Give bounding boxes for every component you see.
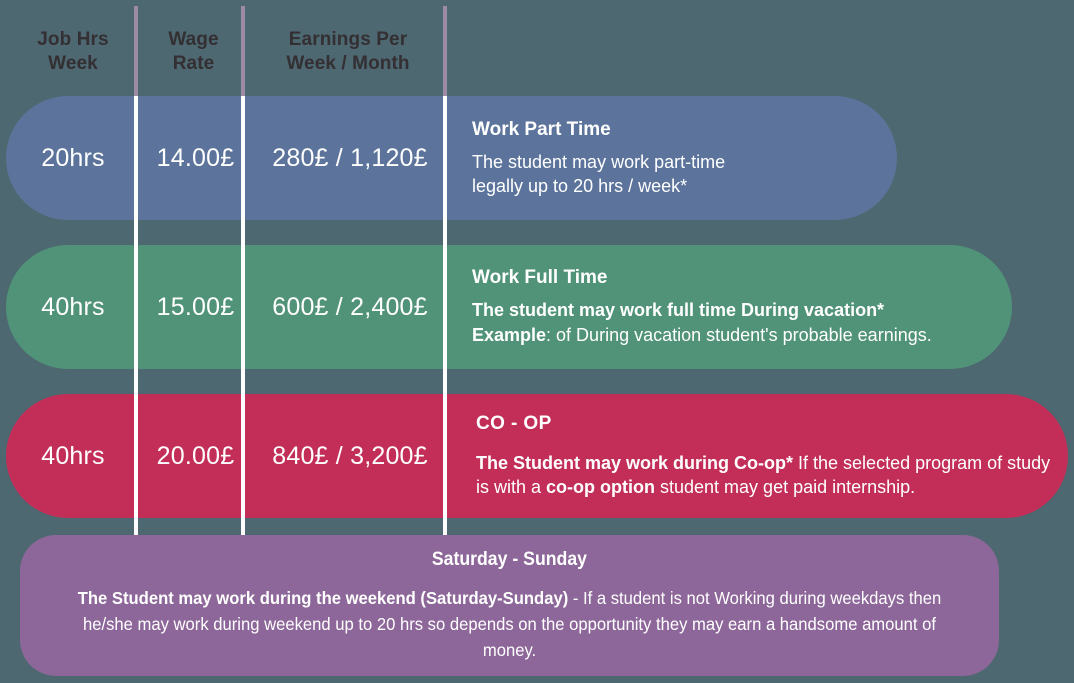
row-co-op-body-part3: co-op option [546, 477, 655, 497]
row-co-op-wage: 20.00£ [156, 441, 235, 470]
row-co-op-earnings: 840£ / 3,200£ [272, 441, 428, 470]
header-job-hrs-week: Job Hrs Week [8, 28, 138, 76]
row-part-time-body-line1: The student may work part-time [472, 151, 726, 172]
row-co-op-hours: 40hrs [41, 441, 105, 470]
header-wage-rate: Wage Rate [142, 28, 245, 76]
column-divider-3-header [443, 6, 447, 96]
row-full-time-body: The student may work full time During va… [472, 298, 1002, 348]
row-co-op: 40hrs 20.00£ 840£ / 3,200£ CO - OP The S… [6, 394, 1068, 518]
row-part-time-wage: 14.00£ [156, 143, 235, 172]
header-job-hrs-line2: Week [48, 53, 98, 74]
row-full-time-wage: 15.00£ [156, 292, 235, 321]
column-divider-3-rows [443, 96, 447, 535]
table-header: Job Hrs Week Wage Rate Earnings Per Week… [0, 0, 1074, 96]
header-earnings-line1: Earnings Per [288, 29, 408, 50]
row-part-time-hours: 20hrs [41, 143, 105, 172]
column-divider-2-header [241, 6, 245, 96]
row-co-op-body-part1: The Student may work during Co-op* [476, 453, 794, 473]
row-co-op-description: CO - OP The Student may work during Co-o… [476, 394, 1058, 518]
row-part-time-earnings: 280£ / 1,120£ [272, 143, 428, 172]
row-full-time-description: Work Full Time The student may work full… [472, 245, 1002, 369]
row-full-time-body-line1: The student may work full time During va… [472, 298, 1002, 323]
row-full-time-body-line1-bold: The student may work full time During va… [472, 299, 885, 320]
row-co-op-body-part4: student may get paid internship. [655, 477, 916, 497]
weekend-panel: Saturday - Sunday The Student may work d… [20, 535, 999, 676]
row-co-op-title: CO - OP [476, 413, 552, 434]
row-full-time-body-line2: Example: of During vacation student's pr… [472, 323, 1002, 348]
weekend-body-bold: The Student may work during the weekend … [77, 587, 569, 608]
header-earnings-line2: Week / Month [286, 53, 410, 74]
row-full-time-example-label: Example [472, 324, 547, 345]
row-part-time-body: The student may work part-time legally u… [472, 150, 887, 198]
row-full-time: 40hrs 15.00£ 600£ / 2,400£ Work Full Tim… [6, 245, 1012, 369]
row-part-time-title: Work Part Time [472, 118, 611, 140]
column-divider-2-rows [241, 96, 245, 535]
weekend-body-rest: - If a student is not Working during wee… [82, 587, 942, 660]
weekend-title: Saturday - Sunday [431, 548, 588, 570]
row-part-time-description: Work Part Time The student may work part… [472, 96, 887, 220]
row-co-op-body: The Student may work during Co-op* If th… [476, 451, 1058, 499]
row-full-time-earnings: 600£ / 2,400£ [272, 292, 428, 321]
row-part-time: 20hrs 14.00£ 280£ / 1,120£ Work Part Tim… [6, 96, 897, 220]
row-part-time-body-line2: legally up to 20 hrs / week* [472, 175, 688, 196]
row-co-op-body-part2: If the selected program of study is with… [476, 453, 1051, 497]
header-wage-line2: Rate [172, 53, 215, 74]
row-full-time-hours: 40hrs [41, 292, 105, 321]
column-divider-1-header [134, 6, 138, 96]
header-job-hrs-line1: Job Hrs [37, 29, 109, 50]
row-full-time-title: Work Full Time [472, 266, 608, 288]
column-divider-1-rows [134, 96, 138, 535]
weekend-body: The Student may work during the weekend … [65, 585, 953, 663]
row-full-time-example-text: : of During vacation student's probable … [546, 324, 932, 345]
header-wage-line1: Wage [168, 29, 219, 50]
header-earnings: Earnings Per Week / Month [249, 28, 447, 76]
